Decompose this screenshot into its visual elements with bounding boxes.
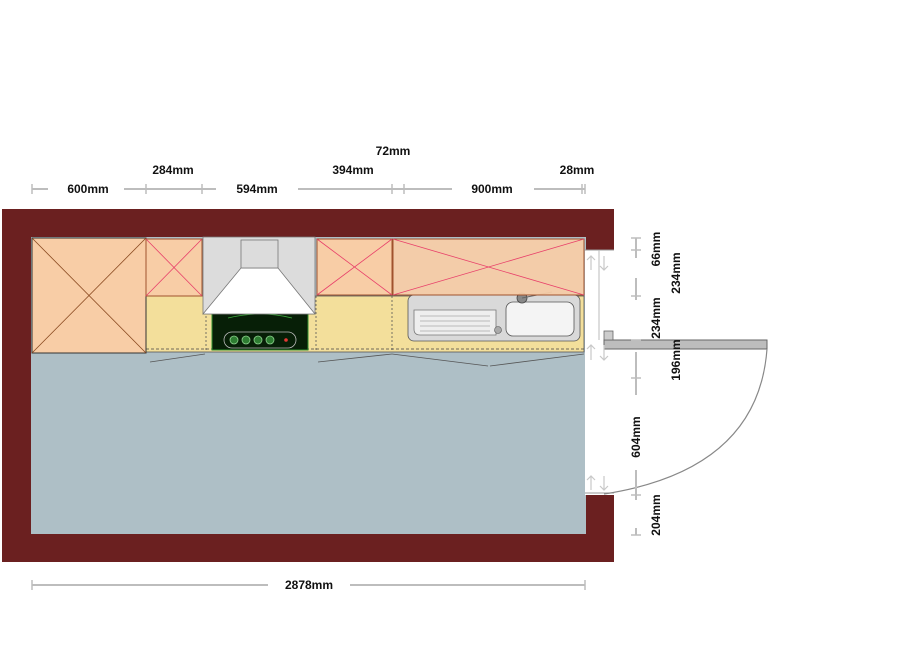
swing-mark (391, 353, 489, 367)
dim-66: 66mm (649, 232, 663, 267)
dim-204: 204mm (649, 494, 663, 535)
dim-900: 900mm (471, 182, 512, 196)
sink-bowl (505, 301, 575, 337)
dim-234b: 234mm (649, 297, 663, 338)
sink-drain-icon (494, 326, 502, 334)
swing-mark (489, 353, 585, 367)
right-dimension-lines (631, 237, 641, 536)
cabinet-cross (392, 238, 585, 296)
door-swing-arc (603, 348, 768, 495)
dim-top-overall: 72mm (376, 144, 411, 158)
door-swing-marks (149, 353, 585, 367)
arrow-down-icon (599, 345, 609, 361)
dim-28: 28mm (560, 163, 595, 177)
cabinet-cross (316, 238, 393, 296)
dim-394: 394mm (332, 163, 373, 177)
hob-indicator-icon (284, 338, 288, 342)
top-dimension-ticks (31, 184, 586, 194)
burner-icon (241, 335, 251, 345)
dim-234a: 234mm (669, 252, 683, 293)
burner-icon (229, 335, 239, 345)
hood-chimney (240, 239, 279, 269)
dim-196: 196mm (669, 339, 683, 380)
dim-594: 594mm (236, 182, 277, 196)
cabinet-cross (145, 238, 203, 297)
hob-burners (229, 335, 275, 345)
arrow-up-icon (586, 344, 596, 360)
arrow-down-icon (599, 256, 609, 271)
door-leaf (603, 339, 768, 350)
burner-icon (265, 335, 275, 345)
dim-284: 284mm (152, 163, 193, 177)
door-hinge (603, 330, 614, 341)
dim-604: 604mm (629, 416, 643, 457)
cabinet-cross (31, 237, 147, 354)
burner-icon (253, 335, 263, 345)
dim-600: 600mm (67, 182, 108, 196)
arrow-up-icon (586, 255, 596, 270)
arrow-up-icon (586, 475, 596, 490)
arrow-down-icon (599, 476, 609, 491)
drainer-grooves (420, 315, 490, 332)
swing-mark (149, 353, 206, 363)
walkway-arrows (586, 255, 609, 491)
hob-control-strip (223, 331, 297, 349)
swing-mark (317, 353, 393, 363)
bottom-dimension-lines (31, 580, 586, 590)
dim-bottom-overall: 2878mm (285, 578, 333, 592)
